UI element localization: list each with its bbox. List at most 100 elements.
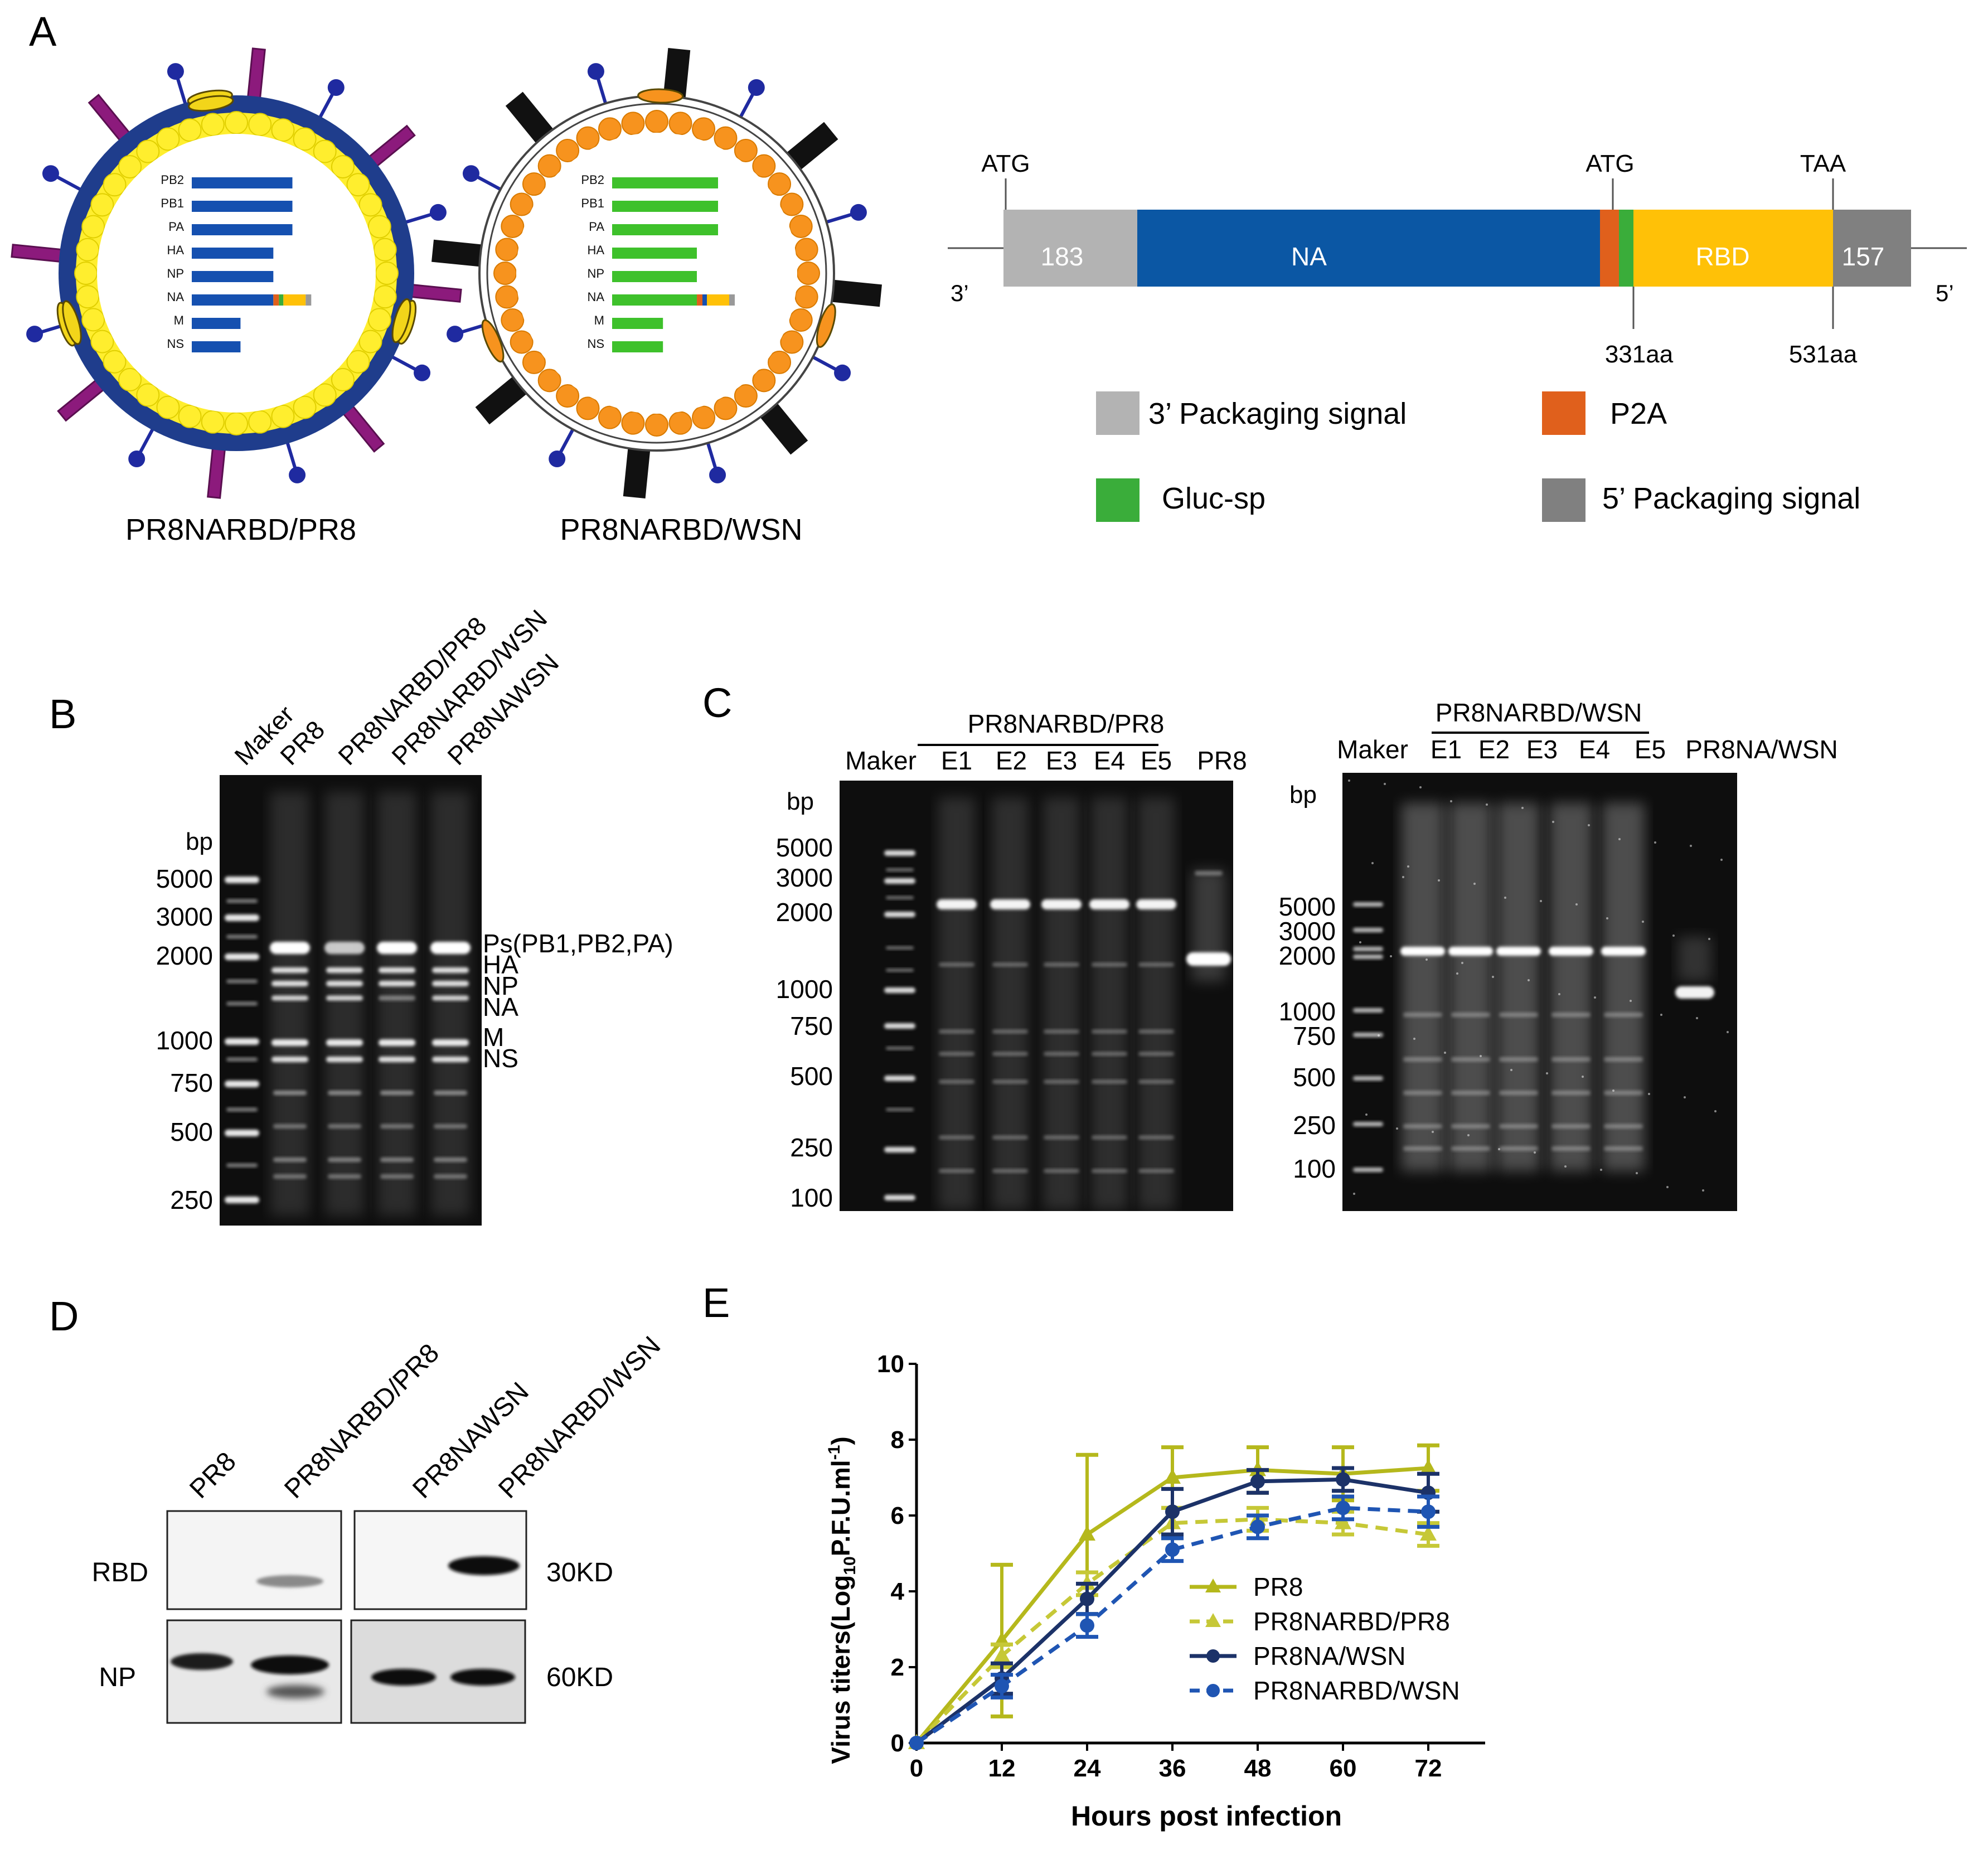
band-m xyxy=(271,1039,308,1046)
band-minor xyxy=(992,1052,1028,1056)
band-recombinant xyxy=(937,899,977,909)
ion-channel xyxy=(62,300,82,345)
gel-c2-ladder-250: 250 xyxy=(1293,1111,1336,1140)
lipid-bead xyxy=(81,215,105,239)
data-point xyxy=(1250,1519,1265,1534)
band-minor xyxy=(1403,1124,1442,1129)
gel-c1-bp-label: bp xyxy=(787,788,814,815)
lipid-bead xyxy=(714,126,738,150)
band-label-na: NA xyxy=(483,992,518,1021)
gel-b-ladder-2000: 2000 xyxy=(156,941,213,970)
construct-legend: 3’ Packaging signal P2A Gluc-sp 5’ Packa… xyxy=(1096,391,1860,522)
lane-smear xyxy=(1043,797,1080,1210)
band-minor xyxy=(434,1124,467,1129)
ladder-band xyxy=(886,1108,914,1111)
segment-label-pb2: PB2 xyxy=(581,173,604,187)
gel-c1-lane-pr8: PR8 xyxy=(1197,746,1247,775)
lipid-bead xyxy=(367,215,391,239)
lipid-bead xyxy=(598,405,622,429)
data-point xyxy=(1421,1504,1436,1519)
ladder-band xyxy=(884,912,915,917)
panel-e-letter: E xyxy=(702,1280,730,1326)
band-minor xyxy=(273,1124,307,1129)
segment-label-na: NA xyxy=(167,290,184,304)
band-na xyxy=(326,995,363,1001)
lipid-bead xyxy=(621,411,645,435)
band-minor xyxy=(1138,1079,1174,1084)
lipid-bead xyxy=(752,154,776,178)
band-minor xyxy=(380,1158,414,1162)
blot-np-band-pr8narbd-pr8-lower xyxy=(266,1685,324,1698)
gel-speckle xyxy=(1546,1072,1548,1074)
gel-c2-lane-maker: Maker xyxy=(1337,735,1408,764)
band-np xyxy=(271,981,308,986)
lipid-bead xyxy=(136,383,160,407)
gel-speckle xyxy=(1504,897,1506,899)
gel-speckle xyxy=(1612,1090,1614,1092)
na-knob xyxy=(128,451,146,468)
gel-speckle xyxy=(1696,1017,1698,1019)
lipid-bead xyxy=(136,139,160,163)
y-tick-label: 4 xyxy=(891,1578,905,1605)
segment-na-label: NA xyxy=(1291,242,1327,271)
band-recombinant xyxy=(1041,899,1082,909)
gel-c2-lane-e3: E3 xyxy=(1526,735,1558,764)
y-tick-label: 6 xyxy=(891,1502,904,1529)
lipid-bead xyxy=(714,396,738,420)
lane-smear xyxy=(1602,803,1645,1171)
lipid-bead xyxy=(493,262,517,285)
band-minor xyxy=(1604,1124,1643,1129)
band-recombinant xyxy=(1549,947,1593,956)
band-minor xyxy=(1604,1146,1643,1151)
band-minor xyxy=(1551,1124,1591,1129)
data-point xyxy=(1420,1459,1437,1474)
gel-speckle xyxy=(1432,1131,1434,1133)
band-minor xyxy=(328,1124,361,1129)
lane-smear xyxy=(431,792,470,1216)
band-ps xyxy=(430,942,471,954)
segment-label-pb1: PB1 xyxy=(581,196,604,210)
band-recombinant xyxy=(1448,947,1493,956)
gel-c1-lane-e5: E5 xyxy=(1141,746,1172,775)
panel-a-letter: A xyxy=(29,8,57,55)
band-ns xyxy=(379,1057,415,1062)
legend-gluc-swatch xyxy=(1096,478,1140,522)
segment-na-157 xyxy=(306,294,312,306)
segment-bar-m xyxy=(192,318,241,329)
ladder-band xyxy=(225,914,259,921)
gel-speckle xyxy=(1660,1014,1662,1016)
na-knob xyxy=(327,79,345,96)
lipid-bead xyxy=(358,193,382,217)
band-minor xyxy=(1044,962,1079,967)
segment-label-ha: HA xyxy=(167,243,184,257)
virus1-caption: PR8NARBD/PR8 xyxy=(125,513,356,546)
na-knob xyxy=(289,466,306,483)
gel-speckle xyxy=(1642,921,1644,923)
gel-speckle xyxy=(1636,1172,1638,1174)
blot-row-rbd: RBD xyxy=(92,1558,148,1587)
ion-channel xyxy=(188,95,234,112)
ladder-band xyxy=(226,1057,258,1062)
lipid-bead xyxy=(501,214,525,238)
gel-speckle xyxy=(1461,962,1463,964)
lipid-bead xyxy=(201,113,225,137)
band-minor xyxy=(1092,1029,1127,1034)
band-minor xyxy=(328,1174,361,1179)
ion-channel xyxy=(481,319,505,363)
x-tick-label: 72 xyxy=(1415,1755,1442,1782)
segment-bar-pa xyxy=(192,224,293,235)
gel-speckle xyxy=(1348,779,1350,782)
band-minor xyxy=(380,1124,414,1129)
gel-speckle xyxy=(1684,1096,1686,1098)
gel-speckle xyxy=(1582,1076,1584,1078)
chart-e-ylabel-b: P.F.U.ml xyxy=(826,1460,855,1556)
gel-speckle xyxy=(1467,1134,1470,1136)
ladder-band xyxy=(226,1163,258,1168)
x-tick-label: 24 xyxy=(1074,1755,1101,1782)
gel-speckle xyxy=(1450,800,1452,802)
legend-item: PR8NARBD/WSN xyxy=(1190,1676,1460,1705)
lipid-bead xyxy=(90,330,114,354)
